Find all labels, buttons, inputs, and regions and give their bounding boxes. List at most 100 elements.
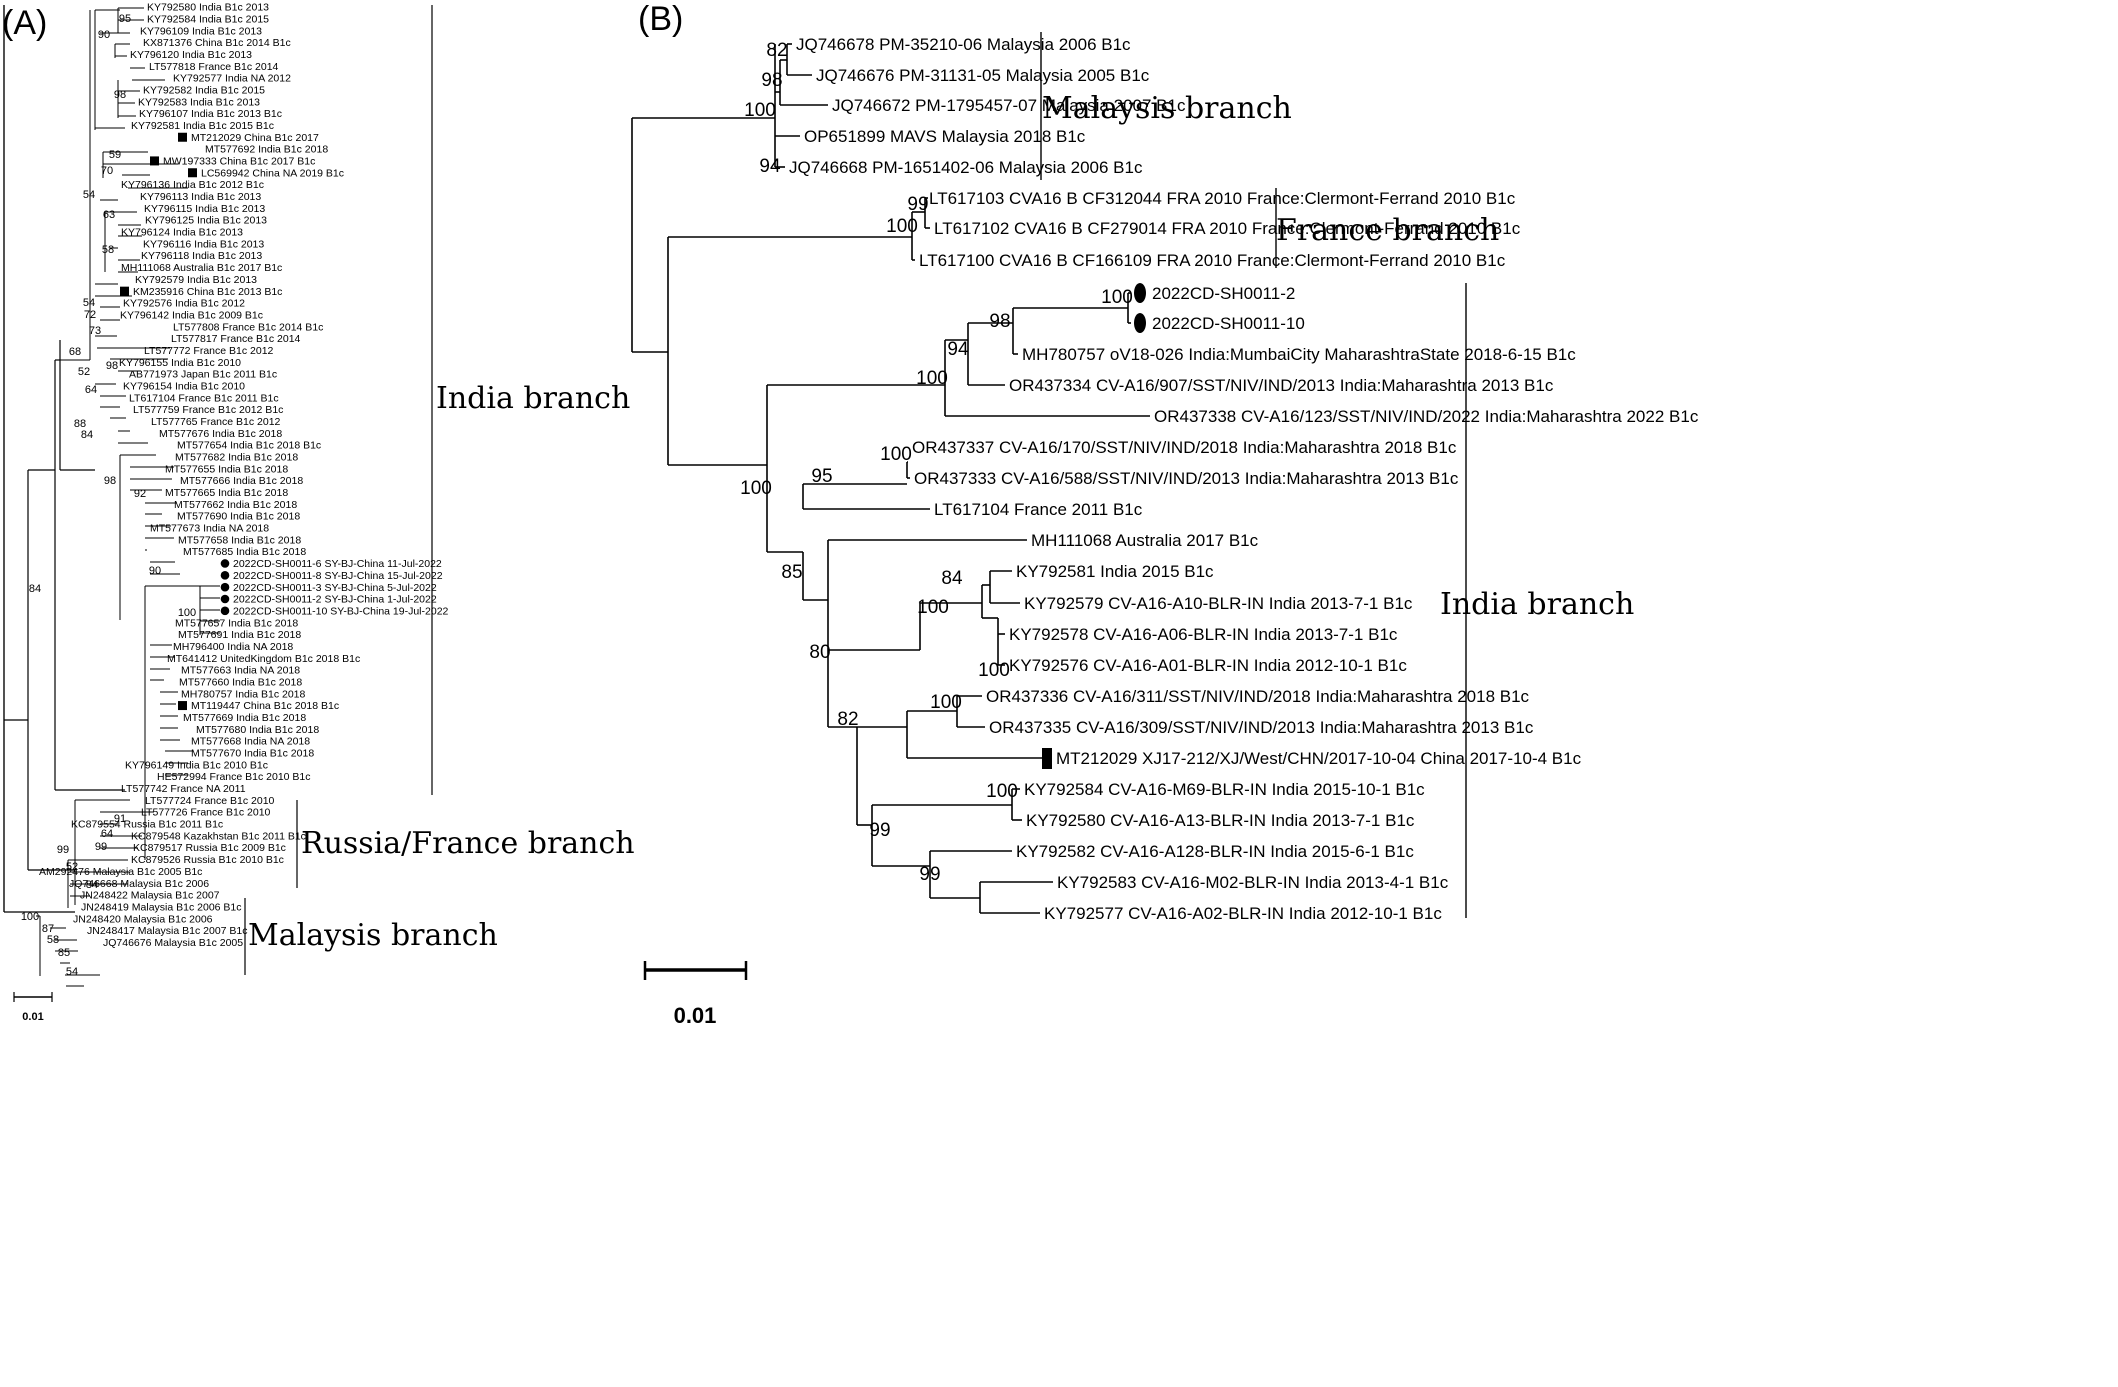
- leaf-label-b: LT617104 France 2011 B1c: [934, 500, 1143, 519]
- bootstrap-value-a: 98: [114, 89, 126, 101]
- sample-circle-marker: [1134, 313, 1146, 333]
- leaf-label-b: OP651899 MAVS Malaysia 2018 B1c: [804, 127, 1086, 146]
- bootstrap-value-b: 99: [919, 864, 940, 885]
- leaf-label-a: MT577668 India NA 2018: [191, 736, 310, 748]
- leaf-label-a: MT577690 India B1c 2018: [177, 511, 300, 523]
- bootstrap-value-a: 54: [66, 966, 78, 978]
- clade-label-malaysia-a: Malaysis branch: [248, 918, 498, 953]
- leaf-label-a: MT577680 India B1c 2018: [196, 724, 319, 736]
- leaf-label-b: KY792576 CV-A16-A01-BLR-IN India 2012-10…: [1009, 656, 1407, 675]
- leaf-label-b: LT617102 CVA16 B CF279014 FRA 2010 Franc…: [934, 219, 1521, 238]
- leaf-label-a: MW197333 China B1c 2017 B1c: [163, 156, 315, 168]
- leaf-label-a: JN248422 Malaysia B1c 2007: [80, 890, 220, 902]
- panel-b-label: (B): [638, 0, 683, 38]
- leaf-label-a: KY796136 India B1c 2012 B1c: [121, 179, 264, 191]
- leaf-label-b: KY792584 CV-A16-M69-BLR-IN India 2015-10…: [1024, 780, 1425, 799]
- bootstrap-value-b: 100: [886, 216, 918, 237]
- china-square-marker: [1042, 748, 1052, 769]
- leaf-label-a: JQ746676 Malaysia B1c 2005: [103, 937, 243, 949]
- bootstrap-value-a: 84: [29, 583, 41, 595]
- leaf-label-a: KY796149 India B1c 2010 B1c: [125, 759, 268, 771]
- leaf-label-a: KY792583 India B1c 2013: [138, 96, 260, 108]
- leaf-label-b: MT212029 XJ17-212/XJ/West/CHN/2017-10-04…: [1056, 749, 1582, 768]
- leaf-label-a: KY792582 India B1c 2015: [143, 84, 265, 96]
- leaf-label-a: KY792579 India B1c 2013: [135, 274, 257, 286]
- leaf-label-a: JN248417 Malaysia B1c 2007 B1c: [87, 925, 248, 937]
- leaf-label-a: KY796118 India B1c 2013: [141, 250, 262, 262]
- bootstrap-value-b: 98: [989, 311, 1010, 332]
- leaf-label-a: MT577676 India B1c 2018: [159, 428, 282, 440]
- leaf-label-a: LC569942 China NA 2019 B1c: [201, 167, 344, 179]
- leaf-label-a: KY796109 India B1c 2013: [140, 25, 262, 37]
- leaf-label-a: LT577742 France NA 2011: [121, 783, 246, 795]
- leaf-label-b: LT617100 CVA16 B CF166109 FRA 2010 Franc…: [919, 251, 1506, 270]
- bootstrap-value-b: 99: [869, 820, 890, 841]
- bootstrap-value-a: 68: [69, 346, 81, 358]
- leaf-label-a: KY792580 India B1c 2013: [147, 2, 269, 14]
- leaf-label-a: KY796154 India B1c 2010: [123, 380, 245, 392]
- leaf-label-a: KY796125 India B1c 2013: [145, 215, 267, 227]
- leaf-label-a: LT577818 France B1c 2014: [149, 61, 279, 73]
- bootstrap-value-b: 100: [917, 597, 949, 618]
- china-square-marker: [188, 168, 197, 178]
- bootstrap-value-a: 73: [89, 325, 101, 337]
- leaf-label-a: MT119447 China B1c 2018 B1c: [191, 700, 339, 712]
- leaf-label-b: LT617103 CVA16 B CF312044 FRA 2010 Franc…: [929, 189, 1516, 208]
- leaf-label-a: LT577808 France B1c 2014 B1c: [173, 321, 323, 333]
- leaf-label-a: MT577685 India B1c 2018: [183, 546, 306, 558]
- bootstrap-value-a: 84: [86, 879, 98, 891]
- bootstrap-value-b: 80: [809, 642, 830, 663]
- bootstrap-value-a: 72: [84, 309, 96, 321]
- panel-b-tree: JQ746678 PM-35210-06 Malaysia 2006 B1cJQ…: [631, 0, 1699, 1028]
- leaf-label-a: LT617104 France B1c 2011 B1c: [129, 392, 279, 404]
- leaf-label-b: OR437337 CV-A16/170/SST/NIV/IND/2018 Ind…: [912, 438, 1457, 457]
- bootstrap-value-a: 92: [134, 488, 146, 500]
- bootstrap-value-a: 85: [58, 947, 70, 959]
- leaf-label-a: JQ746668 Malaysia B1c 2006: [69, 878, 209, 890]
- bootstrap-value-b: 100: [880, 444, 912, 465]
- bootstrap-value-a: 58: [47, 934, 59, 946]
- scale-bar-label-b: 0.01: [674, 1003, 717, 1028]
- bootstrap-value-b: 100: [744, 100, 776, 121]
- bootstrap-value-b: 100: [1101, 287, 1133, 308]
- bootstrap-value-a: 95: [119, 13, 131, 25]
- leaf-label-a: KY792577 India NA 2012: [173, 73, 291, 85]
- leaf-label-b: JQ746672 PM-1795457-07 Malaysia 2007 B1c: [832, 96, 1186, 115]
- leaf-label-b: OR437338 CV-A16/123/SST/NIV/IND/2022 Ind…: [1154, 407, 1699, 426]
- leaf-label-a: KY796124 India B1c 2013: [121, 227, 243, 239]
- china-square-marker: [178, 701, 187, 711]
- sample-circle-marker: [220, 559, 230, 568]
- bootstrap-value-a: 84: [81, 429, 93, 441]
- leaf-label-a: KY796115 India B1c 2013: [144, 203, 265, 215]
- bootstrap-value-a: 88: [74, 418, 86, 430]
- bootstrap-value-a: 98: [106, 360, 118, 372]
- leaf-label-a: 2022CD-SH0011-8 SY-BJ-China 15-Jul-2022: [233, 570, 443, 582]
- leaf-label-a: KC879548 Kazakhstan B1c 2011 B1c: [131, 830, 306, 842]
- leaf-label-a: MH796400 India NA 2018: [173, 641, 293, 653]
- leaf-label-a: JN248420 Malaysia B1c 2006: [73, 913, 213, 925]
- leaf-label-a: MT577658 India B1c 2018: [178, 534, 301, 546]
- leaf-label-a: LT577759 France B1c 2012 B1c: [133, 404, 283, 416]
- leaf-label-b: 2022CD-SH0011-2: [1152, 284, 1295, 303]
- leaf-label-a: KC879526 Russia B1c 2010 B1c: [131, 854, 284, 866]
- leaf-label-b: OR437333 CV-A16/588/SST/NIV/IND/2013 Ind…: [914, 469, 1459, 488]
- bootstrap-value-a: 90: [149, 565, 161, 577]
- leaf-label-b: OR437334 CV-A16/907/SST/NIV/IND/2013 Ind…: [1009, 376, 1554, 395]
- scale-bar-label-a: 0.01: [22, 1011, 43, 1023]
- bootstrap-value-b: 100: [930, 692, 962, 713]
- bootstrap-value-a: 64: [101, 828, 113, 840]
- leaf-label-a: KY796120 India B1c 2013: [130, 49, 252, 61]
- bootstrap-value-a: 63: [103, 209, 115, 221]
- leaf-label-b: KY792581 India 2015 B1c: [1016, 562, 1214, 581]
- leaf-label-a: MT577673 India NA 2018: [150, 523, 269, 535]
- leaf-label-a: KY796113 India B1c 2013: [140, 191, 261, 203]
- leaf-label-a: MT212029 China B1c 2017: [191, 132, 319, 144]
- leaf-label-a: AB771973 Japan B1c 2011 B1c: [129, 369, 277, 381]
- leaf-label-a: KY796142 India B1c 2009 B1c: [120, 309, 263, 321]
- leaf-label-b: OR437335 CV-A16/309/SST/NIV/IND/2013 Ind…: [989, 718, 1534, 737]
- bootstrap-value-a: 52: [66, 861, 78, 873]
- leaf-label-a: MT577657 India B1c 2018: [175, 617, 298, 629]
- bootstrap-value-b: 100: [740, 478, 772, 499]
- leaf-label-b: KY792579 CV-A16-A10-BLR-IN India 2013-7-…: [1024, 594, 1413, 613]
- leaf-label-b: OR437336 CV-A16/311/SST/NIV/IND/2018 Ind…: [986, 687, 1530, 706]
